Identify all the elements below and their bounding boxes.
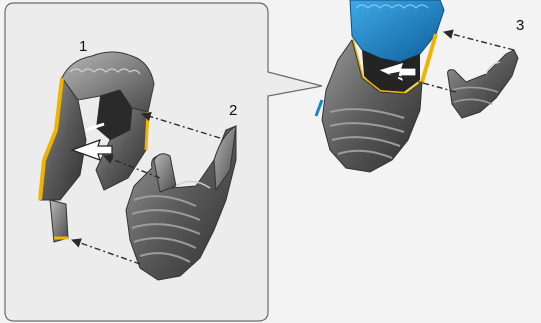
label-1: 1 (79, 38, 87, 55)
label-2: 2 (229, 102, 237, 119)
label-3: 3 (516, 17, 524, 34)
